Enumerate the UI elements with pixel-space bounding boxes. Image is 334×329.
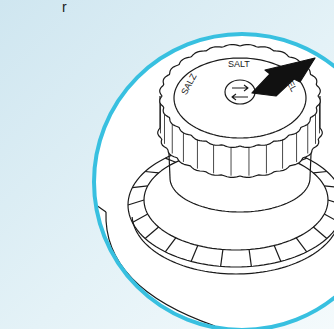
cap-grip-line [183,130,184,162]
cap-grip-line [172,122,173,154]
cap-grip-line [213,141,214,173]
ring-rib [324,214,334,222]
zoom-circle-outline [94,34,334,329]
symbol-ring [225,80,255,104]
ring-rib [165,158,175,162]
cap-grip-line [197,137,198,169]
ring-rib [145,227,158,238]
cap-grip-line [319,101,320,133]
neck-ellipse [170,178,310,212]
ring-rib [274,245,281,261]
ring-rib [132,186,147,188]
cap-grip-line [315,112,316,144]
cap-grip-line [266,141,267,173]
ring-rib [221,249,223,266]
ring-rib [324,186,334,188]
ring-rib [328,200,334,205]
ring-rib [145,171,158,172]
cap-grip-line [248,144,249,176]
ring-rib [128,200,144,205]
cap-grip-line [231,144,232,176]
cut-off-text: r [62,0,67,14]
ring-rib [313,171,326,172]
zoom-circle [94,34,334,329]
ring-rib [296,238,306,252]
ring-rib [191,245,198,261]
cap-grip-line [160,101,161,133]
cap-grip-line [164,112,165,144]
cap-grip-line [296,130,297,162]
ring-rib [165,238,175,252]
cap-top [160,45,321,148]
ring-rib [249,249,251,266]
ring-lower-edge [132,217,334,274]
cap-marking: SALT [228,60,250,69]
ring-rib [132,214,147,222]
ring-outer [128,143,334,267]
refill-symbol [232,85,248,100]
ring-rib [313,227,326,238]
pointer-arrow [252,58,315,96]
cap-grip-line [282,137,283,169]
cap-grip-line [307,122,308,154]
